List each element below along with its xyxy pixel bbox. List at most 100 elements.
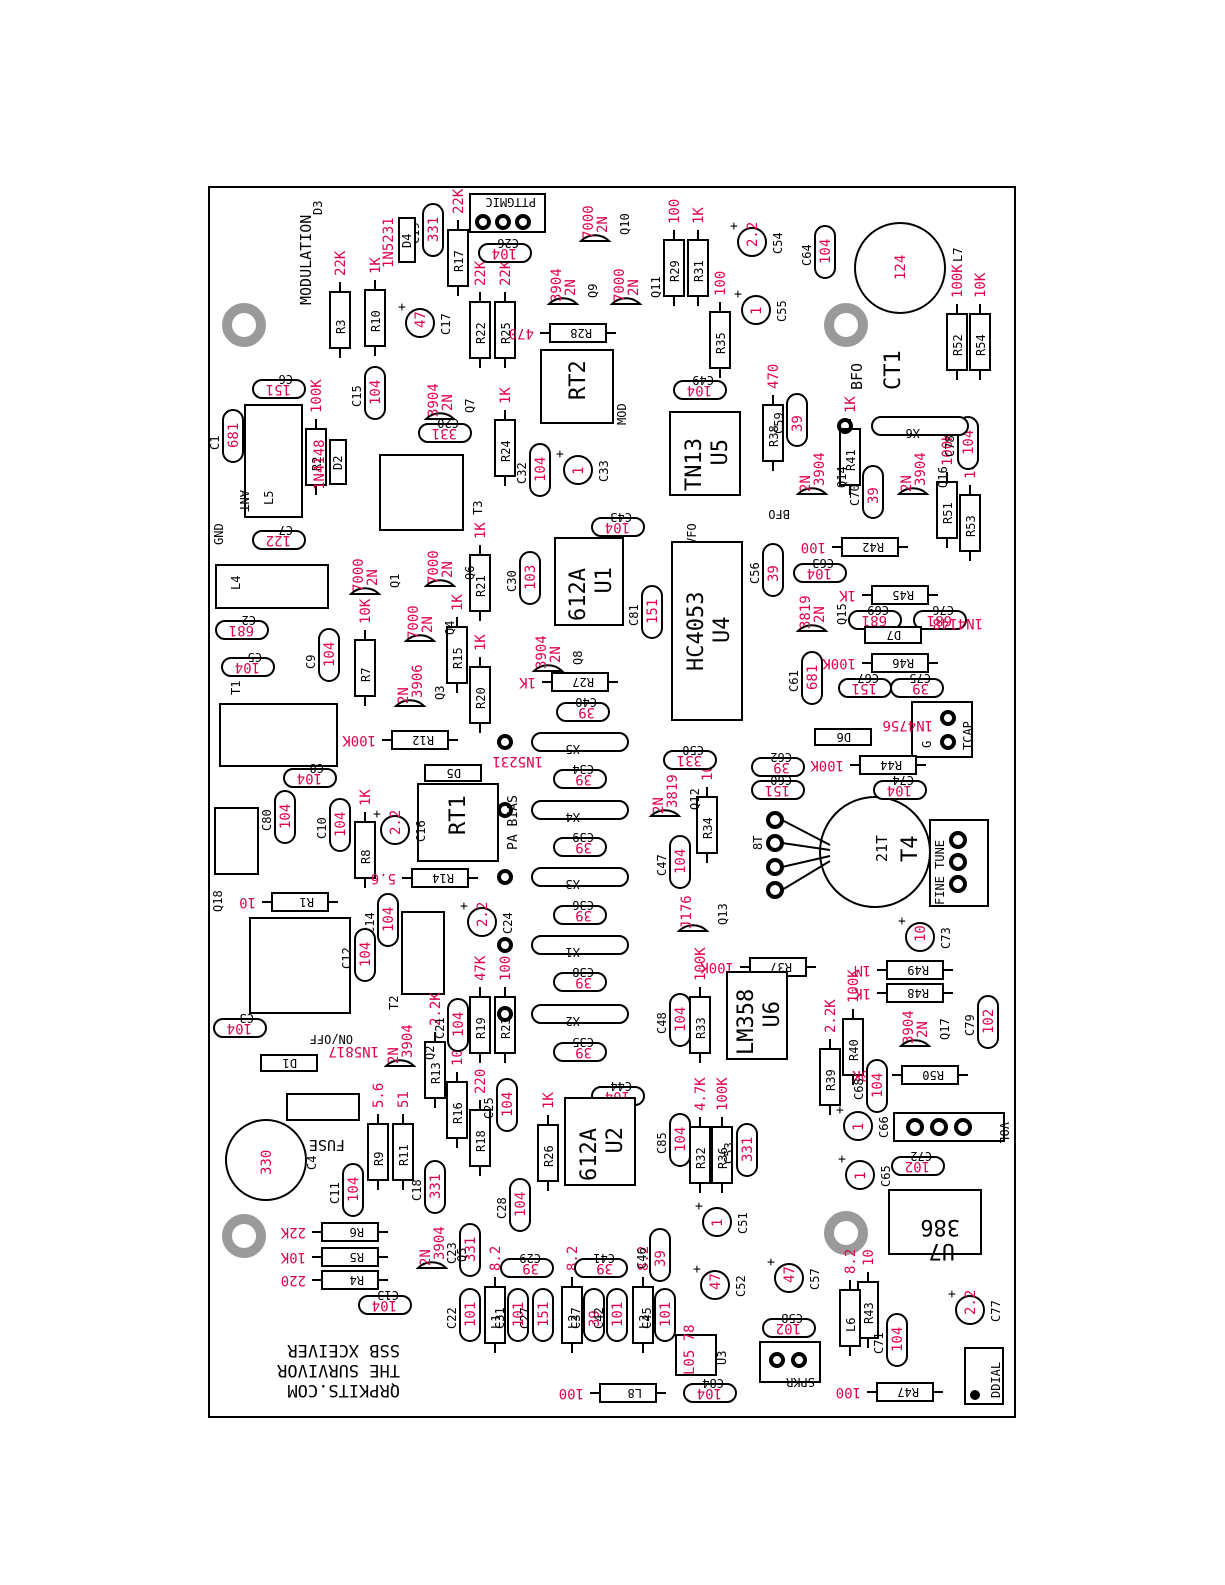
- ref-label: R7: [359, 668, 373, 682]
- mounting-hole: [222, 1214, 266, 1258]
- polarity-mark: +: [460, 899, 468, 914]
- polarity-mark: +: [730, 219, 738, 234]
- value-label: 104: [227, 1020, 252, 1036]
- ref-label: C18: [410, 1179, 424, 1201]
- value-label: 681: [927, 612, 952, 628]
- ref-label: R44: [880, 758, 902, 772]
- ref-label: R23: [499, 1017, 513, 1039]
- value-label: 100K: [715, 1077, 731, 1111]
- ref-label: R5: [350, 1250, 364, 1264]
- value-label: 1N4148: [312, 439, 328, 490]
- ref-label: R35: [714, 332, 728, 354]
- value-label: 1N4148: [932, 615, 983, 631]
- ref-label: Q3: [433, 686, 447, 700]
- ref-label: C46: [635, 1247, 649, 1269]
- ref-label: C65: [879, 1165, 893, 1187]
- footer-line: THE SURVIVOR: [276, 1360, 400, 1380]
- ref-label: C37: [569, 1307, 583, 1329]
- component-c30: 103 C30: [505, 551, 541, 605]
- rt1-outline: [417, 783, 499, 862]
- ref-label: R12: [412, 733, 434, 747]
- ref-label: CT1: [881, 350, 906, 390]
- value-label: 151: [852, 680, 877, 696]
- ref-label: C69: [867, 603, 889, 617]
- ref-label: C28: [495, 1197, 509, 1219]
- bfo-label: BFO: [848, 363, 866, 390]
- value-label: 100: [801, 539, 826, 555]
- ref-label: D1: [283, 1056, 297, 1070]
- value-label: 331: [463, 1237, 479, 1262]
- ref-label: C32: [515, 462, 529, 484]
- ref-label: C60: [770, 773, 792, 787]
- value-label: 330: [259, 1150, 275, 1175]
- part-label: TN13: [682, 438, 707, 491]
- value-label: 102: [776, 1320, 801, 1336]
- value-label: 7000: [612, 268, 628, 302]
- mounting-hole: [222, 303, 266, 347]
- ref-label: RT2: [566, 360, 591, 400]
- value-label: 39: [587, 1310, 603, 1327]
- ref-label: Q11: [649, 276, 663, 298]
- value-label: 1N4756: [882, 717, 933, 733]
- polarity-mark: +: [838, 1152, 846, 1167]
- ref-label: U6: [760, 1001, 785, 1028]
- value-label: 10: [913, 925, 929, 942]
- value-label: 103: [523, 565, 539, 590]
- ref-label: R22: [474, 322, 488, 344]
- value-label: 1M: [854, 962, 871, 978]
- ref-label: R47: [897, 1385, 919, 1399]
- fuse-label: FUSE: [309, 1136, 345, 1154]
- value-label: 104: [807, 565, 832, 581]
- ref-label: Q12: [688, 788, 702, 810]
- polarity-mark: +: [556, 447, 564, 462]
- ref-label: T1: [229, 681, 243, 695]
- value-label: 2.2K: [428, 992, 444, 1026]
- ref-label: R14: [432, 871, 454, 885]
- component-x2: X2: [497, 1004, 629, 1028]
- ref-label: C17: [439, 313, 453, 335]
- value-label: 1N5231: [381, 217, 397, 268]
- value-label: 2N: [595, 216, 611, 233]
- value-label: 101: [610, 1302, 626, 1327]
- ref-label: C6: [279, 372, 293, 386]
- ref-label: C54: [771, 232, 785, 254]
- ref-label: C30: [505, 570, 519, 592]
- ref-label: X1: [566, 945, 580, 959]
- value-label: 104: [673, 849, 689, 874]
- ref-label: C71: [872, 1332, 886, 1354]
- component-l4: L4: [229, 576, 243, 590]
- ref-label: R4: [350, 1273, 364, 1287]
- value-label: 1K: [358, 789, 374, 806]
- value-label: 104: [492, 245, 517, 261]
- value-label: 102: [981, 1009, 997, 1034]
- value-label: 101: [511, 1302, 527, 1327]
- value-label: 681: [229, 622, 254, 638]
- value-label: 331: [428, 1174, 444, 1199]
- part-label: LM358: [734, 989, 759, 1055]
- value-label: 104: [887, 782, 912, 798]
- value-label: 3904: [400, 1024, 416, 1058]
- value-label: 10K: [358, 598, 374, 624]
- value-label: 104: [870, 1073, 886, 1098]
